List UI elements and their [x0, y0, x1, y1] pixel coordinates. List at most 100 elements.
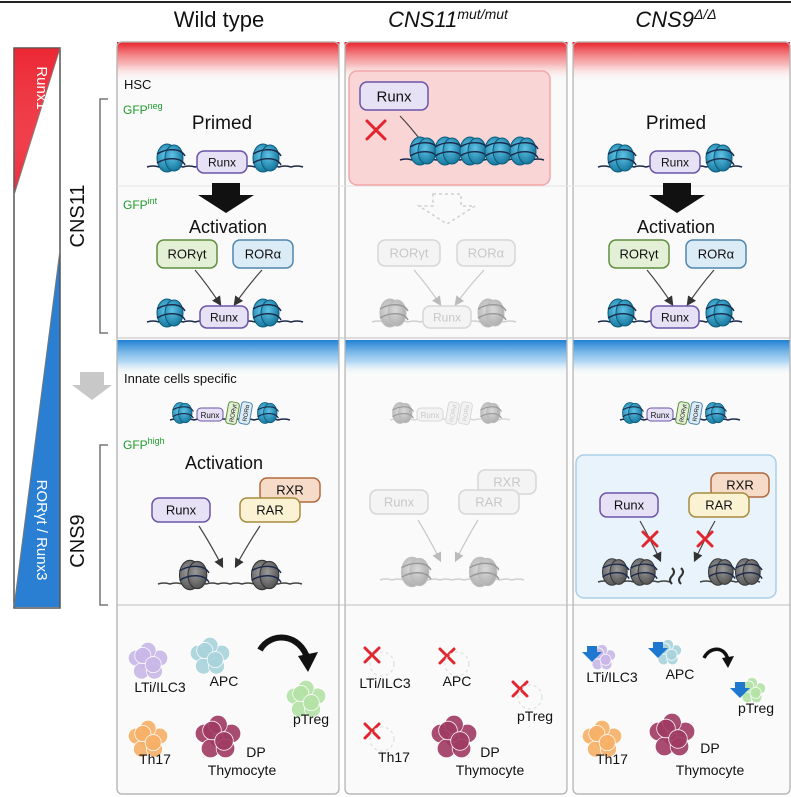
wt-th17-label: Th17	[139, 751, 171, 767]
rora-tag-label: RORα	[693, 404, 702, 422]
nucleosome-wrap	[705, 413, 727, 419]
mut-apc-label: APC	[443, 673, 472, 689]
del-primed-runx-label: Runx	[661, 155, 689, 169]
nucleosome-wrap	[607, 304, 637, 312]
del-act-runx-label: Runx	[661, 310, 689, 324]
del-rora-label: RORα	[698, 247, 735, 262]
nucleosome-disc	[467, 137, 487, 165]
nucleosome	[735, 558, 763, 586]
wt-primed-to-activation-arrow	[198, 183, 254, 213]
nucleosome	[607, 143, 637, 173]
wt-cns9-runx-label: Runx	[166, 503, 197, 518]
nucleosome-wrap	[705, 149, 735, 157]
header-cns9-delta: CNS9Δ/Δ	[635, 6, 716, 32]
nucleosome-wrap	[379, 304, 409, 312]
x-stroke	[641, 530, 659, 548]
nucleosome-wrap	[622, 406, 644, 412]
nucleosome-wrap	[705, 304, 735, 312]
nucleosome-wrap	[607, 313, 637, 321]
hsc-label: HSC	[124, 77, 151, 92]
nucleosome-disc	[260, 144, 280, 172]
nucleosome-wrap	[172, 413, 194, 419]
nucleosome-disc	[263, 402, 278, 424]
nucleosome	[252, 298, 282, 328]
cell	[668, 729, 688, 749]
nucleosome-wrap	[156, 313, 186, 321]
mut-rorgt-label: RORγt	[390, 246, 429, 261]
nucleosome-disc	[713, 299, 733, 327]
del-ptreg-label: pTreg	[738, 700, 774, 716]
wt-rorgt-arrow	[194, 269, 222, 307]
x-stroke	[696, 530, 714, 548]
wt-cns9-runx	[151, 497, 211, 523]
nucleosome-disc	[609, 559, 628, 585]
ptreg-cells	[285, 679, 327, 718]
runx-tag	[196, 407, 224, 422]
runx-tag-label: Runx	[651, 411, 670, 420]
cell	[450, 731, 470, 751]
del-rorgt-label: RORγt	[620, 247, 659, 262]
rora-tag	[238, 401, 253, 425]
nucleosome-disc	[417, 137, 437, 165]
mut-faded-arrow	[416, 193, 478, 225]
nucleosome-wrap	[509, 151, 539, 159]
nucleosome-disc	[615, 299, 635, 327]
gfp-high-label: GFPhigh	[123, 436, 165, 452]
del-dp-label: DP	[700, 740, 719, 756]
del-rar-label: RAR	[705, 498, 732, 513]
mut-dp-thymocyte-cells	[430, 714, 478, 759]
nucleosome	[705, 402, 727, 424]
cell	[214, 731, 234, 751]
nucleosome	[480, 402, 502, 424]
wt-rorgt	[156, 239, 218, 269]
nucleosome-wrap	[469, 572, 500, 580]
mut-rar-arrow	[454, 519, 479, 563]
x-stroke	[438, 647, 456, 665]
nucleosome-disc	[711, 402, 726, 424]
apc-lost-outline	[444, 651, 470, 677]
apc-cells	[189, 636, 231, 675]
mut-th17-label: Th17	[378, 749, 410, 765]
wt-apc-label: APC	[210, 673, 239, 689]
nucleosome-wrap	[708, 572, 736, 580]
th17-cells	[127, 719, 169, 758]
del-differentiation-arrow	[702, 647, 730, 661]
th17-lost-outline	[369, 726, 395, 752]
ptreg-reduced-arrow-icon	[730, 682, 750, 698]
cns11-binding-loss-x-icon	[365, 119, 387, 141]
mut-act-runx	[422, 305, 472, 329]
x-stroke	[363, 722, 381, 740]
mut-thymocyte-label: Thymocyte	[456, 762, 525, 778]
wt-ltilc3-label: LTi/ILC3	[134, 679, 186, 695]
nucleosome-wrap	[179, 565, 210, 574]
rorgt-tag-label: RORγt	[679, 404, 688, 423]
del-rora-arrow	[686, 269, 715, 306]
nucleosome-wrap	[401, 562, 432, 571]
del-primed-to-activation-arrow	[649, 183, 705, 213]
nucleosome-disc	[713, 144, 733, 172]
del-dp-thymocyte-cells	[648, 712, 696, 757]
nucleosome	[409, 136, 439, 166]
rora-tag-label: RORα	[463, 404, 472, 422]
runx-tag-label: Runx	[201, 411, 220, 420]
wt-rora-label: RORα	[245, 247, 282, 262]
mut-rora	[456, 239, 516, 267]
nucleosome-disc	[260, 299, 280, 327]
nucleosome-disc	[477, 557, 498, 587]
th17-loss-x-icon	[363, 722, 381, 740]
nucleosome-wrap	[179, 575, 210, 583]
wt-primed-label: Primed	[192, 113, 252, 134]
mut-rar-label: RAR	[475, 495, 502, 510]
nucleosome-wrap	[735, 563, 763, 571]
nucleosome-disc	[387, 299, 407, 327]
nucleosome-wrap	[172, 406, 194, 412]
nucleosome-wrap	[705, 158, 735, 166]
nucleosome	[392, 402, 414, 424]
del-rorgt-arrow	[646, 269, 674, 307]
rorgt-tag	[225, 401, 240, 425]
nucleosome	[468, 556, 500, 588]
wt-ptreg-label: pTreg	[293, 711, 329, 727]
wt-act-runx	[199, 305, 249, 329]
